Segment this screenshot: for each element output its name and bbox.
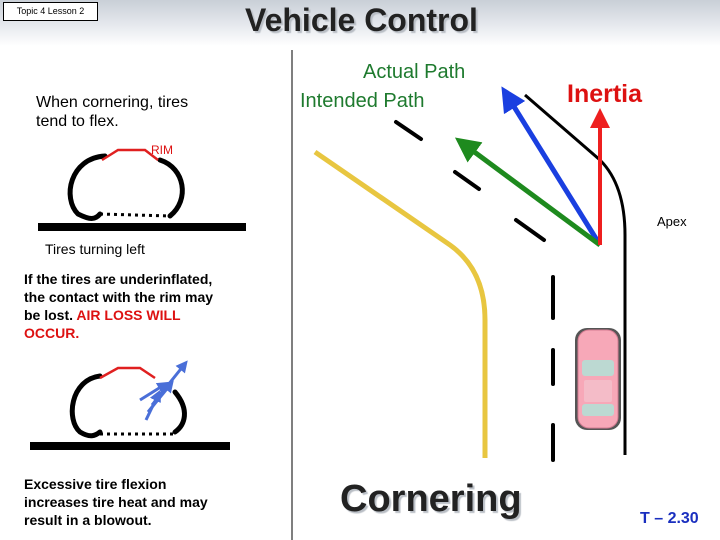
tires-turning-label: Tires turning left — [45, 241, 145, 257]
underinflated-line-3-text: be lost. — [24, 307, 77, 323]
air-loss-warning-end: OCCUR. — [24, 325, 80, 341]
apex-label: Apex — [657, 214, 687, 229]
inertia-label: Inertia — [567, 80, 643, 108]
car-icon — [575, 328, 621, 430]
underinflated-warning: If the tires are underinflated, the cont… — [24, 270, 213, 342]
actual-path-label: Actual Path — [363, 61, 466, 83]
cornering-text-line-2: tend to flex. — [36, 113, 119, 130]
underinflated-tire-illustration — [30, 360, 230, 450]
underinflated-line-2: the contact with the rim may — [24, 289, 214, 305]
rim-label: RIM — [151, 143, 173, 157]
header-gradient — [0, 0, 720, 46]
topic-label: Topic 4 Lesson 2 — [3, 2, 98, 21]
intended-path-arrow — [454, 137, 602, 248]
intended-path-label: Intended Path — [300, 90, 425, 112]
flexed-tire-illustration — [38, 148, 246, 231]
cornering-text-line-1: When cornering, tires — [36, 94, 189, 111]
actual-path-arrow — [501, 86, 603, 247]
blowout-description: Excessive tire flexion increases tire he… — [24, 475, 208, 529]
road-center-dashes — [394, 120, 555, 462]
cornering-caption: Cornering — [340, 478, 522, 520]
air-loss-warning: AIR LOSS WILL — [76, 307, 181, 323]
air-escape-arrows — [139, 360, 188, 421]
cornering-description: When cornering, tires tend to flex. — [36, 93, 188, 131]
road-edge-line — [313, 149, 488, 458]
blowout-line-3: result in a blowout. — [24, 512, 152, 528]
slide-number: T – 2.30 — [640, 510, 699, 527]
underinflated-line-1: If the tires are underinflated, — [24, 271, 213, 287]
blowout-line-2: increases tire heat and may — [24, 494, 208, 510]
underinflated-line-3: be lost. AIR LOSS WILL — [24, 306, 213, 324]
page-title: Vehicle Control — [245, 2, 478, 38]
blowout-line-1: Excessive tire flexion — [24, 476, 167, 492]
